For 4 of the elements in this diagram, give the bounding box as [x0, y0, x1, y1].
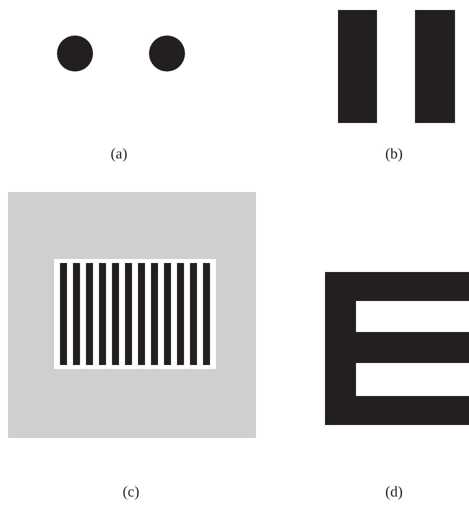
- panel-label: (c): [122, 486, 140, 500]
- panel-label: (d): [385, 486, 403, 500]
- panel-label: (a): [110, 148, 128, 162]
- panel-label: (b): [385, 148, 403, 162]
